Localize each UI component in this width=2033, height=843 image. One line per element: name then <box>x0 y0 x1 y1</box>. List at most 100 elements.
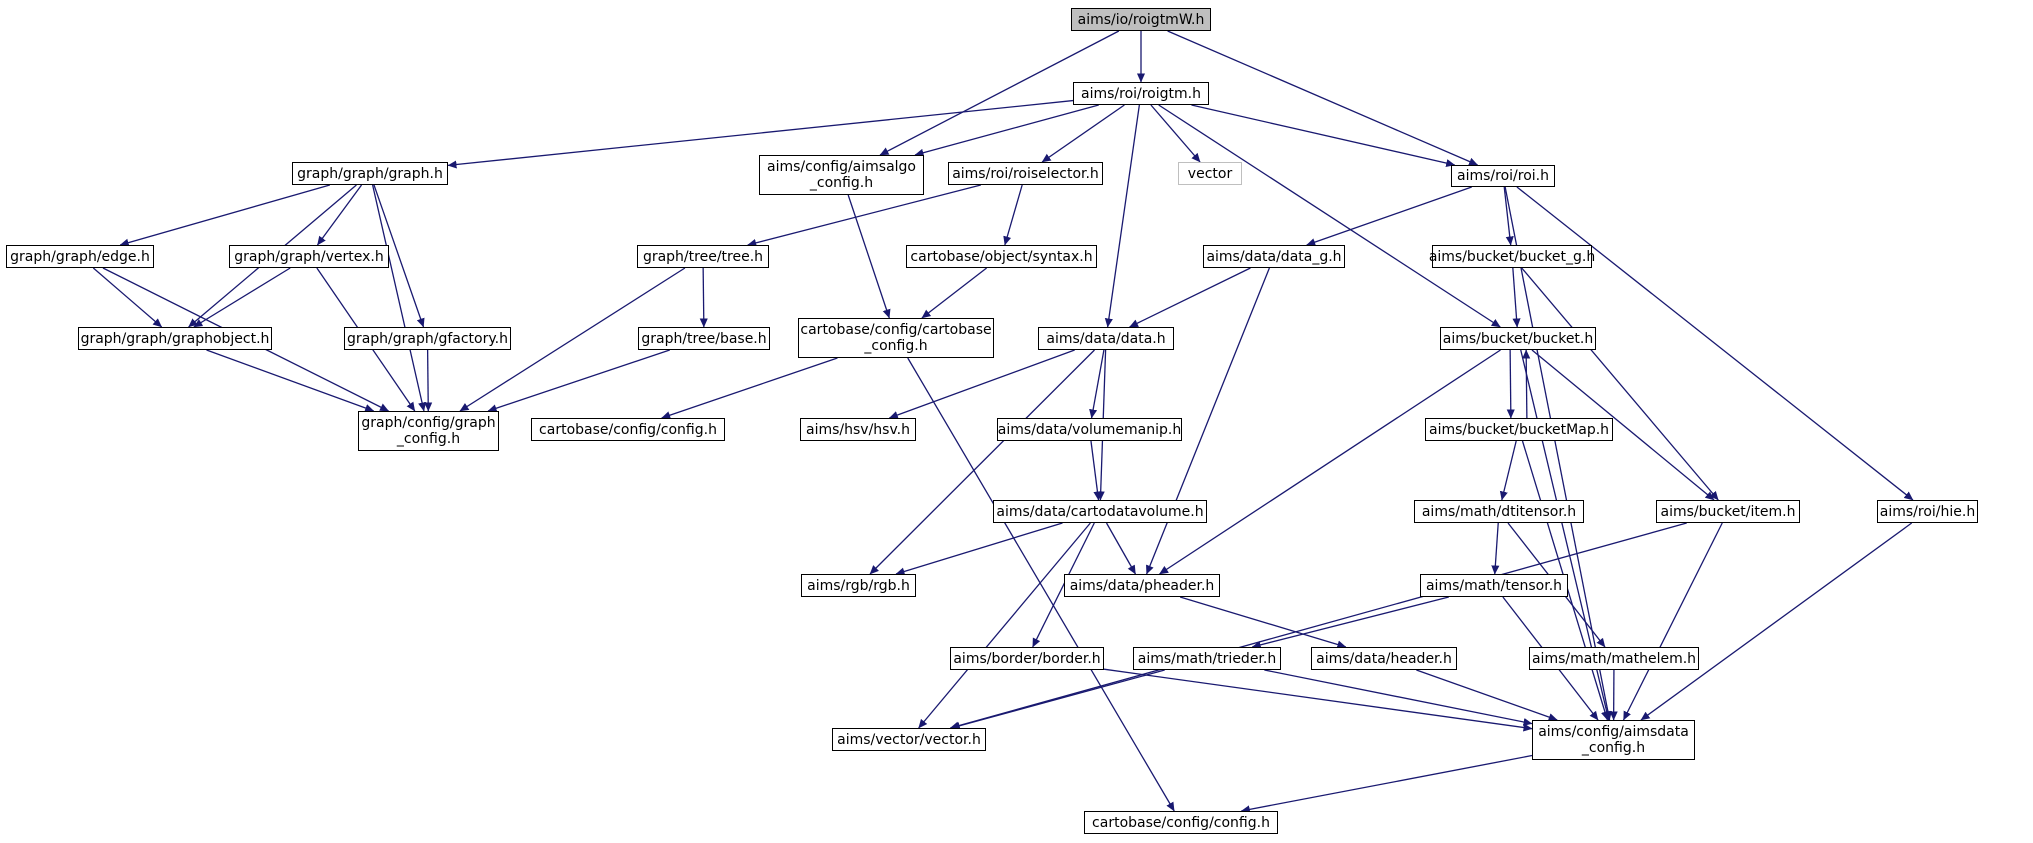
node-label: graph/graph/gfactory.h <box>347 330 508 347</box>
node-tree[interactable]: graph/tree/tree.h <box>637 245 769 268</box>
node-aimsdata-config[interactable]: aims/config/aimsdata _config.h <box>1532 720 1695 760</box>
node-cartobase-config-h-bottom[interactable]: cartobase/config/config.h <box>1084 811 1278 834</box>
edge-cartobase_config-to-cb_config_bottom <box>907 357 1175 812</box>
node-roiselector[interactable]: aims/roi/roiselector.h <box>948 162 1103 185</box>
node-pheader[interactable]: aims/data/pheader.h <box>1064 574 1220 597</box>
node-label: aims/math/dtitensor.h <box>1421 503 1577 520</box>
node-dtitensor[interactable]: aims/math/dtitensor.h <box>1414 500 1584 523</box>
node-trieder[interactable]: aims/math/trieder.h <box>1133 647 1281 670</box>
node-vector-h[interactable]: aims/vector/vector.h <box>832 728 986 751</box>
node-cartodatavolume[interactable]: aims/data/cartodatavolume.h <box>993 500 1207 523</box>
edge-border-to-aimsdata_config <box>1103 668 1533 732</box>
node-label: graph/graph/graphobject.h <box>80 330 270 347</box>
node-bucket[interactable]: aims/bucket/bucket.h <box>1440 327 1596 350</box>
node-label: aims/border/border.h <box>953 650 1101 667</box>
node-graphobject[interactable]: graph/graph/graphobject.h <box>78 327 272 350</box>
node-label: cartobase/config/config.h <box>1092 814 1270 831</box>
node-label: aims/roi/roigtm.h <box>1081 85 1201 102</box>
node-roi[interactable]: aims/roi/roi.h <box>1451 165 1555 187</box>
node-label: aims/bucket/item.h <box>1660 503 1796 520</box>
edge-bucket-to-item <box>1531 349 1715 501</box>
node-header[interactable]: aims/data/header.h <box>1311 647 1457 670</box>
node-data[interactable]: aims/data/data.h <box>1038 327 1174 350</box>
node-mathelem[interactable]: aims/math/mathelem.h <box>1529 647 1699 670</box>
edge-bucket_g-to-bucket <box>1512 267 1521 328</box>
node-label: aims/data/data_g.h <box>1206 248 1342 265</box>
edge-bucketMap-to-bucket <box>1522 349 1531 419</box>
edge-vertex-to-graphobject <box>193 267 291 328</box>
node-label: aims/data/header.h <box>1316 650 1452 667</box>
node-label: aims/bucket/bucketMap.h <box>1428 421 1610 438</box>
node-label: aims/bucket/bucket.h <box>1442 330 1594 347</box>
node-data-g[interactable]: aims/data/data_g.h <box>1203 245 1345 268</box>
node-roigtm[interactable]: aims/roi/roigtm.h <box>1073 82 1209 105</box>
edge-roi-to-bucket_g <box>1503 186 1514 246</box>
node-vertex[interactable]: graph/graph/vertex.h <box>229 245 389 268</box>
edge-bucketMap-to-dtitensor <box>1499 440 1517 501</box>
node-label: cartobase/object/syntax.h <box>910 248 1093 265</box>
node-vector[interactable]: vector <box>1178 162 1242 185</box>
edge-tensor-to-trieder <box>1251 596 1449 649</box>
node-graph[interactable]: graph/graph/graph.h <box>292 162 448 185</box>
edge-roigtmW-to-roi <box>1167 30 1478 166</box>
edge-bucket-to-bucketMap <box>1506 349 1515 419</box>
edge-roi-to-data_g <box>1306 186 1472 246</box>
node-aimsalgo-config[interactable]: aims/config/aimsalgo _config.h <box>759 155 924 195</box>
edge-roiselector-to-syntax <box>1003 184 1023 246</box>
edge-dtitensor-to-tensor <box>1491 522 1500 575</box>
node-roigtmw[interactable]: aims/io/roigtmW.h <box>1071 8 1211 31</box>
node-label: aims/roi/roiselector.h <box>952 165 1099 182</box>
node-hsv[interactable]: aims/hsv/hsv.h <box>800 418 916 441</box>
node-label: cartobase/config/cartobase _config.h <box>800 322 992 354</box>
node-label: aims/data/data.h <box>1046 330 1166 347</box>
node-label: graph/graph/vertex.h <box>234 248 384 265</box>
node-bucketmap[interactable]: aims/bucket/bucketMap.h <box>1425 418 1613 441</box>
edge-roigtm-to-vector <box>1150 104 1201 163</box>
edge-tree-to-treebase <box>699 267 708 328</box>
edge-header-to-aimsdata_config <box>1416 669 1558 721</box>
node-bucket-g[interactable]: aims/bucket/bucket_g.h <box>1428 245 1596 268</box>
node-hie[interactable]: aims/roi/hie.h <box>1877 500 1978 523</box>
edge-roigtm-to-graph <box>447 99 1074 169</box>
node-tensor[interactable]: aims/math/tensor.h <box>1420 574 1568 597</box>
edge-hie-to-aimsdata_config <box>1640 522 1913 721</box>
edge-pheader-to-header <box>1179 596 1347 649</box>
node-label: aims/vector/vector.h <box>837 731 981 748</box>
edge-trieder-to-vecvector <box>950 669 1165 730</box>
node-label: cartobase/config/config.h <box>539 421 717 438</box>
edge-roi-to-hie <box>1516 186 1914 501</box>
edge-roiselector-to-tree <box>747 184 981 247</box>
node-cartobase-config[interactable]: cartobase/config/cartobase _config.h <box>798 318 994 358</box>
node-graph-config[interactable]: graph/config/graph _config.h <box>358 411 499 451</box>
node-volumemanip[interactable]: aims/data/volumemanip.h <box>997 418 1182 441</box>
node-label: graph/tree/tree.h <box>642 248 764 265</box>
node-cartobase-config-h-mid[interactable]: cartobase/config/config.h <box>531 418 725 441</box>
node-syntax[interactable]: cartobase/object/syntax.h <box>906 245 1097 268</box>
edge-bucket_g-to-item <box>1521 267 1719 501</box>
node-label: aims/data/volumemanip.h <box>997 421 1182 438</box>
edge-roigtmW-to-aimsalgo_config <box>879 30 1120 156</box>
edge-gfactory-to-graph_config <box>424 349 433 412</box>
node-label: aims/bucket/bucket_g.h <box>1428 248 1596 265</box>
node-label: graph/graph/edge.h <box>10 248 150 265</box>
edge-graph-to-edge <box>119 184 330 247</box>
node-tree-base[interactable]: graph/tree/base.h <box>638 327 770 350</box>
node-item[interactable]: aims/bucket/item.h <box>1656 500 1800 523</box>
node-label: aims/hsv/hsv.h <box>806 421 910 438</box>
node-label: vector <box>1187 165 1233 182</box>
node-label: aims/data/cartodatavolume.h <box>996 503 1204 520</box>
node-label: aims/roi/roi.h <box>1457 168 1549 184</box>
edge-bucket-to-pheader <box>1159 349 1501 575</box>
node-gfactory[interactable]: graph/graph/gfactory.h <box>344 327 511 350</box>
edge-roigtm-to-data <box>1104 104 1141 328</box>
node-rgb[interactable]: aims/rgb/rgb.h <box>801 574 916 597</box>
node-border[interactable]: aims/border/border.h <box>950 647 1104 670</box>
node-label: aims/math/trieder.h <box>1137 650 1277 667</box>
node-label: aims/math/mathelem.h <box>1531 650 1697 667</box>
edge-data_g-to-data <box>1129 267 1251 328</box>
edge-cartobase_config-to-cb_config_mid <box>661 357 838 420</box>
edge-item-to-vecvector <box>949 522 1687 730</box>
node-label: aims/io/roigtmW.h <box>1077 11 1205 28</box>
node-edge[interactable]: graph/graph/edge.h <box>6 245 154 268</box>
